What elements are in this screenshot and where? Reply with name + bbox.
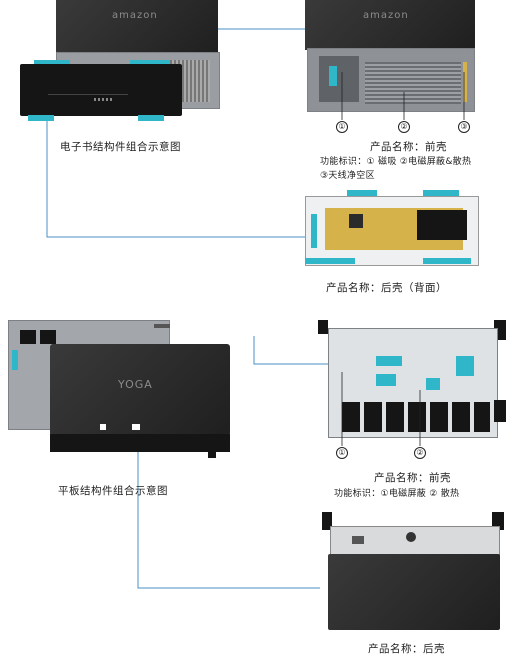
marker-3: ③ [458, 121, 470, 133]
ereader-back-shell [56, 0, 218, 58]
yoga-logo: YOGA [118, 378, 153, 391]
marker-2: ② [398, 121, 410, 133]
tablet-front-function: 功能标识：①电磁屏蔽 ② 散热 [334, 489, 460, 499]
ereader-front-product: 产品名称：前壳 [370, 141, 447, 153]
ereader-front-function: 功能标识：① 磁吸 ②电磁屏蔽&散热 [320, 157, 472, 167]
tablet-back-shell-bottom [322, 512, 504, 636]
ereader-front-bezel [20, 64, 182, 116]
ereader-back-shell-inside [305, 190, 479, 268]
tablet-back-product: 产品名称：后壳 [368, 643, 445, 655]
ereader-composite: amazon [20, 0, 220, 130]
tablet-back-shell [50, 344, 230, 436]
ereader-magnet-tab [130, 60, 170, 66]
marker-2: ② [414, 447, 426, 459]
ereader-magnet-tab [28, 115, 54, 121]
ereader-magnet-tab [138, 115, 164, 121]
ereader-back-product: 产品名称：后壳（背面） [326, 282, 447, 294]
ereader-magnet-tab [34, 60, 70, 66]
ereader-front-shell: amazon [305, 0, 475, 112]
amazon-logo: amazon [363, 10, 409, 21]
amazon-logo: amazon [112, 10, 158, 21]
tablet-front-shell [318, 316, 508, 438]
tablet-kickstand [50, 434, 230, 452]
ereader-caption: 电子书结构件组合示意图 [60, 141, 181, 153]
marker-1: ① [336, 121, 348, 133]
tablet-composite: YOGA [8, 320, 248, 460]
tablet-front-product: 产品名称：前壳 [374, 472, 451, 484]
marker-1: ① [336, 447, 348, 459]
tablet-caption: 平板结构件组合示意图 [58, 485, 168, 497]
ereader-front-function-2: ③天线净空区 [320, 171, 375, 181]
